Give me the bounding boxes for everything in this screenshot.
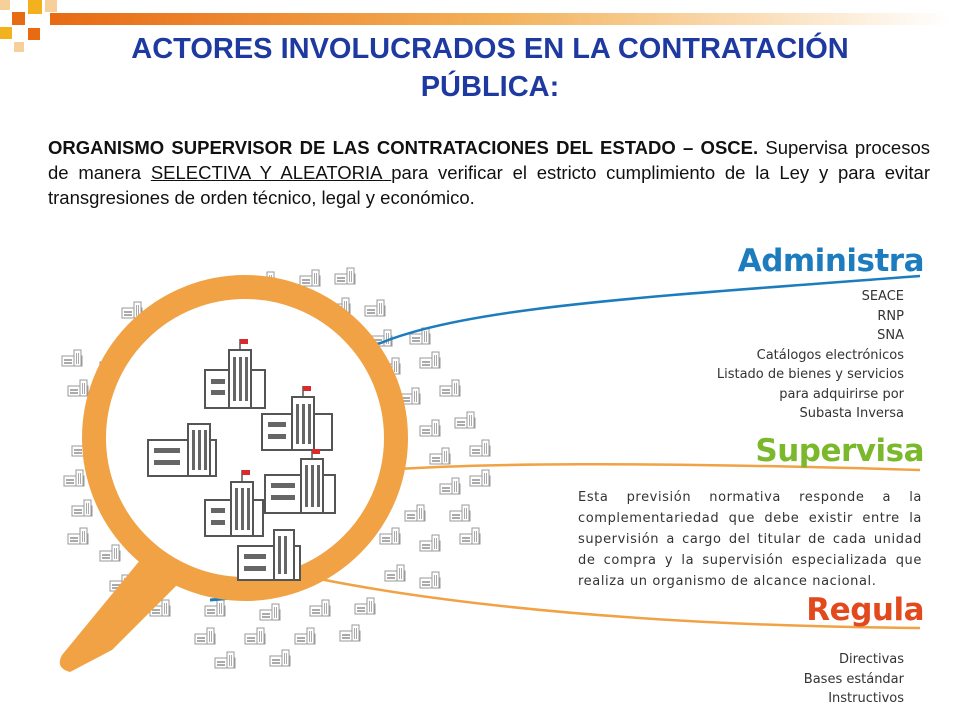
- selective-random-phrase: SELECTIVA Y ALEATORIA: [150, 162, 392, 183]
- administra-heading: Administra: [737, 243, 925, 279]
- big-building: [261, 386, 333, 451]
- regula-heading: Regula: [806, 592, 924, 628]
- big-building: [147, 423, 217, 477]
- list-item: SNA: [877, 328, 904, 343]
- list-item: SEACE: [861, 289, 904, 304]
- magnifier-diagram: [59, 267, 921, 672]
- building-icon: [259, 603, 281, 621]
- building-icon: [334, 267, 356, 285]
- building-icon: [299, 269, 321, 287]
- supervisa-heading: Supervisa: [755, 433, 924, 469]
- building-icon: [61, 349, 83, 367]
- intro-paragraph: ORGANISMO SUPERVISOR DE LAS CONTRATACION…: [48, 135, 930, 210]
- building-icon: [449, 504, 471, 522]
- building-icon: [439, 477, 461, 495]
- osce-heading: ORGANISMO SUPERVISOR DE LAS CONTRATACION…: [48, 137, 759, 158]
- building-icon: [409, 327, 431, 345]
- building-icon: [404, 504, 426, 522]
- building-icon: [454, 411, 476, 429]
- building-icon: [439, 379, 461, 397]
- building-icon: [459, 527, 481, 545]
- building-icon: [419, 351, 441, 369]
- building-icon: [269, 649, 291, 667]
- building-icon: [469, 469, 491, 487]
- building-icon: [71, 499, 93, 517]
- building-icon: [244, 627, 266, 645]
- supervisa-connector: [354, 462, 921, 474]
- list-item: para adquirirse por: [779, 386, 904, 402]
- magnifier-handle: [59, 548, 188, 672]
- list-item: Instructivos: [828, 691, 904, 706]
- building-icon: [67, 379, 89, 397]
- supervisa-text: Esta previsión normativa responde a la c…: [578, 490, 922, 589]
- intro-text-after: para verificar el estricto cumplimiento …: [48, 162, 930, 208]
- administra-list: SEACE RNP SNA Catálogos electrónicos Lis…: [717, 287, 904, 424]
- administra-connector: [351, 274, 921, 359]
- building-icon: [419, 571, 441, 589]
- building-icon: [419, 419, 441, 437]
- big-building: [264, 449, 336, 514]
- list-item: RNP: [877, 308, 904, 324]
- building-icon: [99, 544, 121, 562]
- building-icon: [429, 447, 451, 465]
- big-building: [204, 470, 264, 537]
- building-icon: [384, 564, 406, 582]
- header-decoration: [0, 0, 950, 52]
- list-item: Listado de bienes y servicios: [716, 367, 904, 382]
- building-icon: [419, 534, 441, 552]
- building-icon: [469, 439, 491, 457]
- building-icon: [67, 527, 89, 545]
- big-building: [204, 339, 266, 409]
- page-title: ACTORES INVOLUCRADOS EN LA CONTRATACIÓN …: [131, 33, 849, 103]
- regula-list: Directivas Bases estándar Instructivos: [804, 650, 904, 709]
- building-icon: [63, 469, 85, 487]
- intro-text-before: Supervisa procesos de manera: [48, 137, 930, 183]
- list-item: Catálogos electrónicos: [756, 347, 904, 363]
- magnifier-lens: [82, 275, 408, 601]
- building-icon: [354, 597, 376, 615]
- building-icon: [379, 527, 401, 545]
- list-item: Subasta Inversa: [799, 406, 904, 421]
- list-item: Directivas: [839, 652, 904, 667]
- building-icon: [399, 387, 421, 405]
- building-icon: [121, 301, 143, 319]
- building-icon: [339, 624, 361, 642]
- building-icon: [204, 599, 226, 617]
- building-icon: [194, 627, 216, 645]
- building-icon: [294, 627, 316, 645]
- list-item: Bases estándar: [803, 671, 904, 687]
- big-building: [237, 529, 301, 581]
- building-icon: [309, 599, 331, 617]
- building-icon: [214, 651, 236, 669]
- building-icon: [364, 299, 386, 317]
